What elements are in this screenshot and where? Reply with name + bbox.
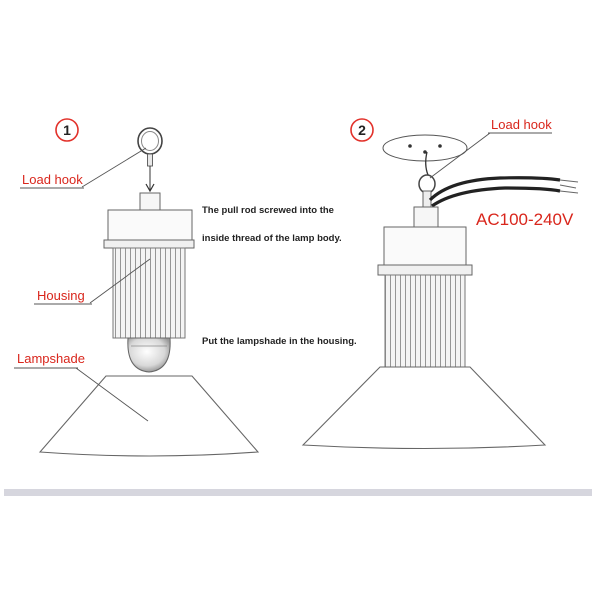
step1-load-hook-leader	[81, 147, 147, 188]
step2-number-circle	[350, 118, 374, 142]
step2-housing-stem	[413, 206, 439, 228]
housing-fins	[112, 247, 186, 339]
step1-housing-leader	[89, 258, 151, 304]
step2-lampshade-shape	[301, 366, 547, 450]
bottom-divider-bar	[4, 489, 592, 496]
step2-housing-cap	[383, 226, 467, 266]
step1-group: 1 Load hook Housing La	[14, 118, 357, 457]
step1-lampshade-leader	[75, 367, 149, 422]
step2-housing-fins	[384, 274, 466, 368]
step2-load-hook-label: Load hook	[491, 117, 552, 132]
lampshade-note: Put the lampshade in the housing.	[202, 336, 357, 347]
pull-rod-note-line2: inside thread of the lamp body.	[202, 233, 342, 244]
step1-number-circle	[55, 118, 79, 142]
housing-cap	[107, 209, 193, 241]
arrow-down-icon	[145, 166, 155, 193]
step1-lampshade-label: Lampshade	[17, 351, 85, 366]
load-hook-ring-icon	[137, 127, 163, 167]
ceiling-mount-plate-icon	[382, 134, 468, 162]
step2-load-hook-leader	[429, 132, 491, 179]
step1-load-hook-label: Load hook	[22, 172, 83, 187]
voltage-label: AC100-240V	[476, 210, 574, 229]
bulb-dome	[127, 337, 171, 373]
pull-rod-note-line1: The pull rod screwed into the	[202, 205, 334, 216]
step1-number: 1	[63, 122, 71, 138]
housing-cap-rim	[103, 239, 195, 249]
step2-number: 2	[358, 122, 366, 138]
step2-group: 2 Load hook	[301, 117, 579, 450]
housing-top-stem	[139, 192, 161, 212]
step1-lampshade-shape	[38, 375, 260, 457]
step1-housing-label: Housing	[37, 288, 85, 303]
power-cable-icon	[428, 176, 579, 208]
step2-housing-rim	[377, 264, 473, 276]
